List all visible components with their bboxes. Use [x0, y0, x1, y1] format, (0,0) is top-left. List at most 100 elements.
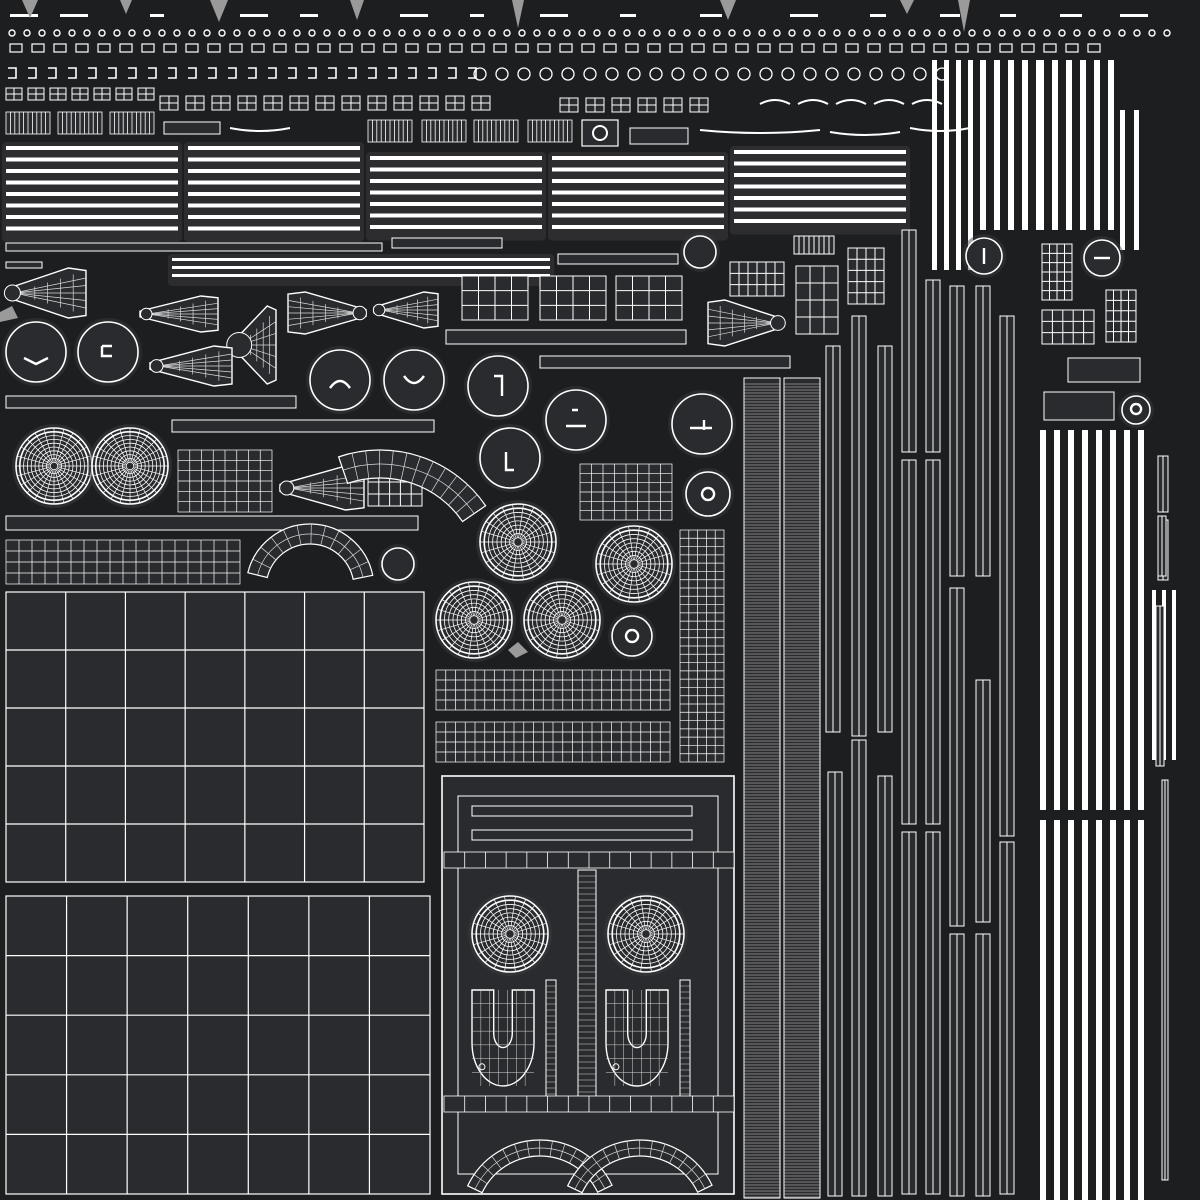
disc-spoke: [134, 455, 167, 466]
fan-shape: [372, 291, 439, 329]
disc-spoke: [476, 591, 500, 617]
tiny-ring: [1043, 29, 1051, 37]
fan-hub: [139, 307, 153, 321]
stripe: [1134, 110, 1139, 250]
slat-panel: [473, 119, 519, 143]
disc-spoke: [556, 582, 562, 616]
vertical-stripe-island: [1120, 110, 1139, 250]
tiny-ring: [1103, 29, 1111, 37]
tiny-box: [141, 43, 155, 53]
disc-spoke: [56, 468, 82, 494]
tiny-box: [867, 43, 881, 53]
stripe: [932, 60, 937, 270]
tiny-ring: [788, 29, 796, 37]
arc-midline: [343, 463, 475, 514]
vertical-strip: [851, 315, 867, 737]
disc-island: [432, 578, 516, 662]
tiny-box: [75, 43, 89, 53]
fan-island: [149, 345, 233, 387]
disc-spoke: [601, 543, 631, 562]
disc-spoke: [608, 535, 632, 561]
tiny-ring: [8, 29, 16, 37]
tiny-ring: [983, 29, 991, 37]
disc-spoke: [93, 455, 126, 466]
bracket-piece: [68, 67, 77, 79]
tiny-box: [471, 43, 485, 53]
vertical-strip: [999, 315, 1015, 837]
stripe: [1054, 820, 1060, 1200]
ring-glyph: [700, 486, 716, 502]
disc-spoke: [485, 544, 515, 563]
stripe: [6, 215, 178, 219]
tiny-box: [1065, 43, 1079, 53]
tiny-ring: [713, 29, 721, 37]
disc-spoke: [525, 620, 558, 632]
window-panel: [1041, 309, 1095, 345]
ring-outline: [467, 355, 529, 417]
fan-rib: [707, 322, 777, 338]
disc-spoke: [448, 591, 472, 617]
ring-outline: [685, 471, 731, 517]
disc-island: [604, 892, 688, 976]
stripe: [1120, 110, 1125, 250]
small-curve: [699, 129, 821, 134]
fan-hub: [226, 332, 253, 358]
slat-panel: [367, 119, 413, 143]
disc-spoke: [477, 622, 507, 641]
tiny-box: [185, 43, 199, 53]
bracket-piece: [348, 67, 357, 79]
disc-spoke: [647, 899, 663, 930]
ring-outline: [383, 349, 445, 411]
tiny-ring: [683, 29, 691, 37]
tiny-ring: [383, 29, 391, 37]
strip-border: [545, 979, 557, 1111]
disc-spoke: [477, 599, 507, 618]
tiny-bar: [470, 14, 484, 17]
stripe: [552, 190, 724, 195]
disc-spoke: [525, 608, 558, 620]
disc-spoke: [504, 938, 510, 972]
ring-island: [2, 318, 70, 386]
stripe: [1008, 60, 1014, 230]
disc-spoke: [468, 624, 474, 658]
small-islands: [8, 14, 1171, 147]
tiny-box: [977, 43, 991, 53]
tiny-ring: [893, 29, 901, 37]
bracket-piece: [448, 67, 457, 79]
small-window: [341, 95, 361, 111]
ring-glyph: [624, 628, 640, 644]
arc-midline: [574, 1147, 706, 1190]
disc-spoke: [597, 552, 630, 564]
tiny-ring: [83, 29, 91, 37]
stripe: [6, 146, 178, 150]
stripe: [188, 169, 360, 173]
tiny-ring: [53, 29, 61, 37]
tiny-box: [889, 43, 903, 53]
tiny-ring: [263, 29, 271, 37]
disc-spoke: [566, 620, 599, 632]
fan-island: [372, 291, 439, 329]
stripe: [370, 179, 542, 183]
stripe: [6, 157, 178, 162]
tiny-ring: [638, 29, 646, 37]
stripe: [734, 150, 906, 154]
tiny-ring: [188, 29, 196, 37]
tiny-box: [537, 43, 551, 53]
tiny-box: [999, 43, 1013, 53]
tiny-ring: [653, 29, 661, 37]
tiny-box: [845, 43, 859, 53]
vertical-strip: [949, 587, 965, 927]
small-arc: [911, 99, 943, 105]
bracket-piece: [408, 67, 417, 79]
tiny-bar: [1060, 14, 1082, 17]
disc-spoke: [501, 546, 517, 577]
disc-spoke: [514, 934, 547, 946]
tiny-ring: [293, 29, 301, 37]
vertical-strip: [1155, 605, 1165, 767]
horizontal-stripe-island: [6, 146, 178, 231]
disc-spoke: [119, 470, 130, 503]
disc-spoke: [637, 566, 667, 585]
slat-panel: [57, 111, 103, 135]
disc-spoke: [637, 543, 667, 562]
small-ring: [649, 67, 663, 81]
